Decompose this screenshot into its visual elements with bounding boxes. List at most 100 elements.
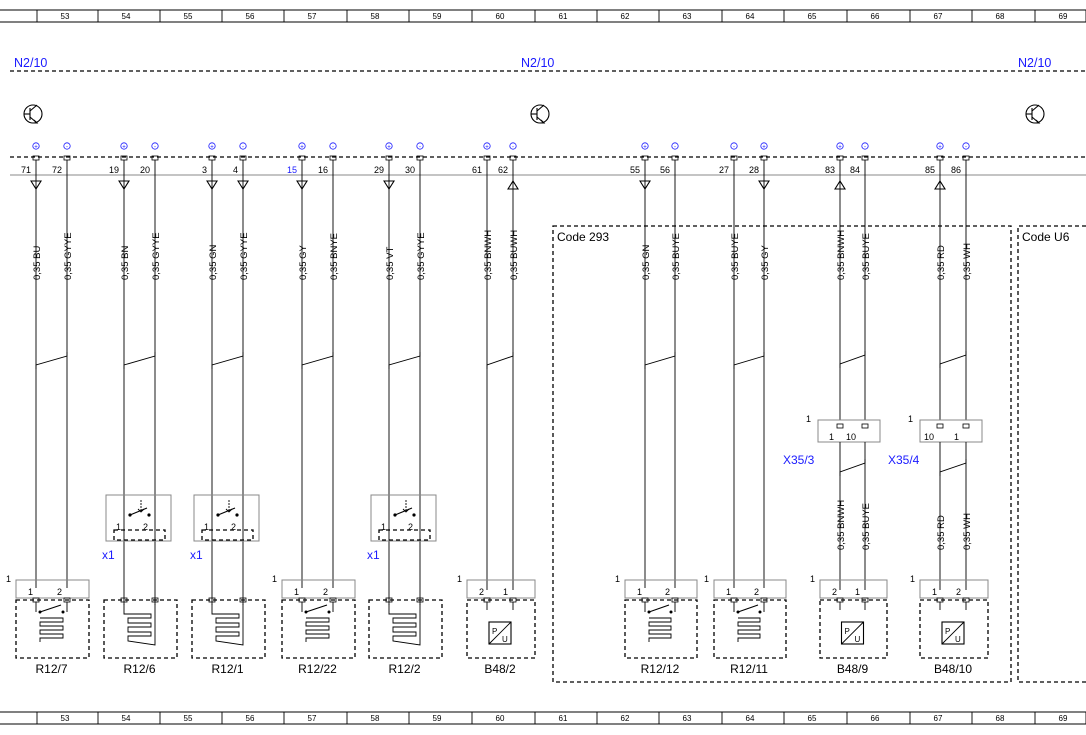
top-ruler-number: 60 [496, 12, 505, 21]
svg-text:2: 2 [408, 522, 413, 532]
connector-pin: -720,35 GYYE [52, 142, 74, 588]
top-ruler-number: 68 [996, 12, 1005, 21]
transistor-icon [1025, 104, 1045, 124]
svg-text:P: P [845, 627, 850, 636]
svg-text:-: - [66, 145, 68, 151]
top-ruler-number: 53 [61, 12, 70, 21]
svg-text:16: 16 [318, 165, 328, 175]
connector-pin: +830,35 BNWH [825, 142, 847, 420]
top-ruler-number: 64 [746, 12, 755, 21]
bottom-ruler-number: 67 [934, 714, 943, 723]
component-label: R12/6 [123, 662, 155, 676]
svg-text:+: + [938, 145, 942, 151]
bottom-ruler-number: 55 [184, 714, 193, 723]
connector-name-mid: N2/10 [521, 56, 554, 70]
svg-text:1: 1 [28, 587, 33, 597]
svg-text:P: P [945, 627, 950, 636]
svg-text:2: 2 [956, 587, 961, 597]
svg-text:83: 83 [825, 165, 835, 175]
wire-label: 0,35 BUYE [730, 233, 741, 280]
svg-text:1: 1 [829, 432, 834, 442]
connector-name-left: N2/10 [14, 56, 47, 70]
wire-label: 0,35 GYYE [151, 232, 162, 280]
svg-text:85: 85 [925, 165, 935, 175]
svg-text:-: - [154, 145, 156, 151]
svg-text:1: 1 [615, 574, 620, 584]
svg-text:+: + [34, 145, 38, 151]
connector-pin: +710,35 BU [21, 142, 68, 588]
connector-pin: +290,35 VT [374, 142, 421, 605]
wire-label: 0,35 GN [641, 244, 652, 280]
bottom-ruler-number: 68 [996, 714, 1005, 723]
connector-pin: -40,35 GYYE [233, 142, 250, 605]
svg-text:-: - [242, 145, 244, 151]
svg-text:20: 20 [140, 165, 150, 175]
connector-pin: +550,35 GN [630, 142, 676, 588]
svg-text:-: - [419, 145, 421, 151]
svg-text:+: + [122, 145, 126, 151]
svg-text:1: 1 [954, 432, 959, 442]
top-ruler-number: 61 [559, 12, 568, 21]
bottom-ruler-number: 56 [246, 714, 255, 723]
transistor-icon [530, 104, 550, 124]
code-293-box [552, 225, 1012, 683]
svg-text:1: 1 [294, 587, 299, 597]
svg-text:1: 1 [204, 522, 209, 532]
svg-text:2: 2 [323, 587, 328, 597]
wire-label: 0,35 RD [936, 515, 947, 550]
svg-text:1: 1 [726, 587, 731, 597]
wire-label: 0,35 GYYE [239, 232, 250, 280]
connector-pin: - 62 0,35 BUWH [498, 142, 520, 590]
svg-text:U: U [502, 635, 508, 644]
bottom-ruler-number: 69 [1059, 714, 1068, 723]
bottom-ruler-number: 58 [371, 714, 380, 723]
top-ruler-number: 55 [184, 12, 193, 21]
svg-text:28: 28 [749, 165, 759, 175]
svg-text:+: + [210, 145, 214, 151]
top-ruler-number: 54 [122, 12, 131, 21]
svg-text:1: 1 [272, 574, 277, 584]
svg-text:27: 27 [719, 165, 729, 175]
svg-text:1: 1 [910, 574, 915, 584]
connector-pin: +610,35 BNWH [472, 142, 514, 590]
svg-text:10: 10 [924, 432, 934, 442]
connector-pin: +280,35 GY [749, 142, 771, 588]
svg-text:P: P [492, 627, 497, 636]
svg-text:2: 2 [479, 587, 484, 597]
svg-text:-: - [674, 145, 676, 151]
wire-label: 0,35 WH [962, 513, 973, 550]
wire-label: 0,35 BUWH [509, 230, 520, 280]
bottom-ruler-number: 64 [746, 714, 755, 723]
component-label: R12/2 [388, 662, 420, 676]
component-label: R12/22 [298, 662, 337, 676]
connector-pin: -270,35 BUYE [719, 142, 765, 588]
svg-text:1: 1 [381, 522, 386, 532]
svg-text:19: 19 [109, 165, 119, 175]
svg-text:2: 2 [754, 587, 759, 597]
code-u6-label: Code U6 [1022, 230, 1070, 244]
svg-text:2: 2 [57, 587, 62, 597]
component-label: B48/10 [934, 662, 972, 676]
wire-label: 0,35 GYYE [63, 232, 74, 280]
svg-text:56: 56 [660, 165, 670, 175]
svg-text:62: 62 [498, 165, 508, 175]
top-ruler-number: 59 [433, 12, 442, 21]
bottom-ruler-number: 62 [621, 714, 630, 723]
bottom-ruler-number: 63 [683, 714, 692, 723]
svg-text:+: + [838, 145, 842, 151]
bottom-ruler-number: 60 [496, 714, 505, 723]
x35-3-label: X35/3 [783, 453, 815, 467]
x35-3-connector: 1 1 10 X35/3 [783, 414, 881, 467]
top-ruler-number: 69 [1059, 12, 1068, 21]
wire-label: 0,35 GY [298, 244, 309, 280]
svg-text:-: - [512, 145, 514, 151]
svg-text:2: 2 [231, 522, 236, 532]
svg-text:1: 1 [855, 587, 860, 597]
